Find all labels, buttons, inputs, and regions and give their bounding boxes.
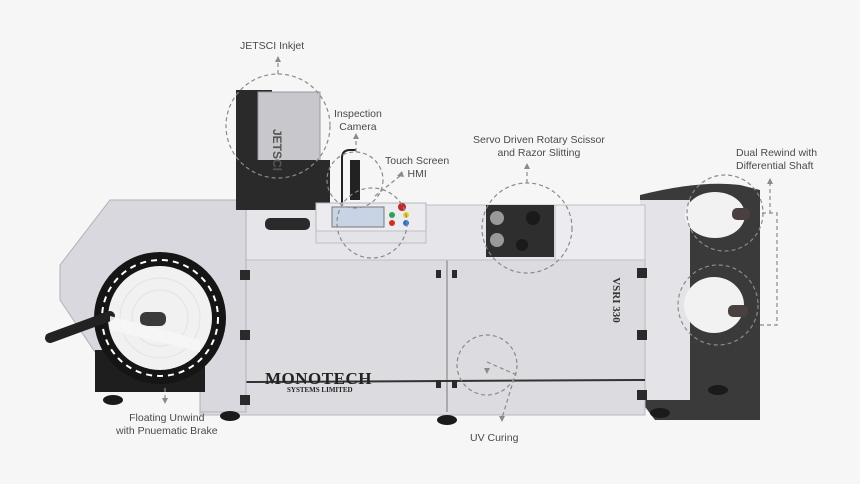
callout-inspection-camera: Inspection Camera [334,108,382,134]
callout-text: Dual Rewind with [736,147,818,159]
rewind-roll-upper [685,192,745,238]
svg-text:JETSCI: JETSCI [270,129,284,171]
callout-lines [164,58,778,419]
callout-text: Inspection [334,108,382,120]
inspection-camera [350,160,360,200]
callout-text: Differential Shaft [736,160,814,172]
callout-touch-screen-hmi: Touch Screen HMI [385,155,449,181]
callout-text: Camera [339,121,377,133]
callout-text: UV Curing [470,432,519,444]
callout-floating-unwind: Floating Unwind with Pnuematic Brake [116,412,218,438]
callout-rotary-scissor: Servo Driven Rotary Scissor and Razor Sl… [473,134,605,160]
callout-jetsci-inkjet: JETSCI Inkjet [240,40,304,53]
callout-dual-rewind: Dual Rewind with Differential Shaft [736,147,817,173]
brand-subtitle: SYSTEMS LIMITED [287,386,353,394]
callout-uv-curing: UV Curing [470,432,518,445]
callout-text: and Razor Slitting [497,147,581,159]
callout-text: Touch Screen [385,155,450,167]
model-label: VSRI 330 [610,277,622,323]
callout-text: Servo Driven Rotary Scissor [473,134,605,146]
callout-text: JETSCI Inkjet [240,40,305,52]
brand-name: MONOTECH [265,369,372,388]
rewind-roll-lower [684,277,744,333]
callout-text: with Pnuematic Brake [116,425,218,437]
callout-text: Floating Unwind [129,412,205,424]
callout-text: HMI [407,168,427,180]
machine-body [199,254,646,416]
